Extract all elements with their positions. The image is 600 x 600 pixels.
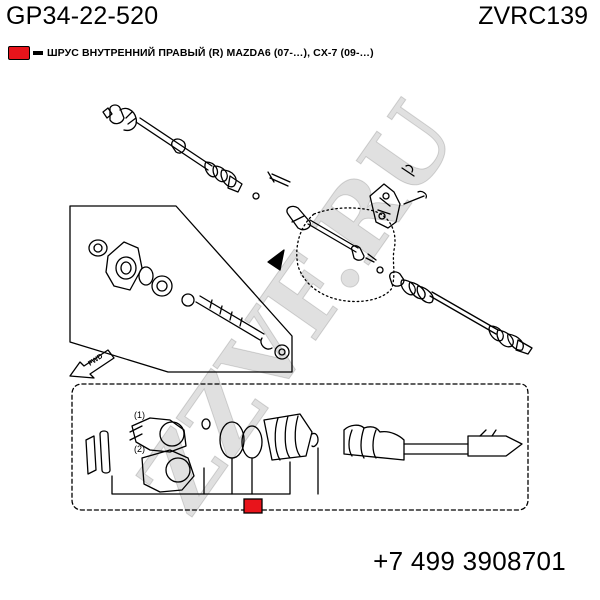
exploded-parts-box: [71, 383, 529, 511]
legend: ШРУС ВНУТРЕННИЙ ПРАВЫЙ (R) MAZDA6 (07-…)…: [8, 44, 374, 62]
highlighted-part-marker: [243, 498, 263, 514]
upper-driveshaft: [102, 104, 428, 205]
part-number: GP34-22-520: [6, 2, 159, 30]
fwd-arrow: [69, 349, 115, 379]
catalog-code: ZVRC139: [478, 2, 588, 30]
inset-detail-panel: [69, 205, 293, 373]
watermark: ZZVF.RU: [116, 83, 478, 533]
lower-driveshaft: [389, 271, 533, 355]
bearing-support-bracket: [369, 183, 401, 229]
phone-number: +7 499 3908701: [373, 546, 566, 576]
legend-red-marker: [8, 46, 30, 60]
callout-2: (2): [134, 444, 145, 454]
callout-1: (1): [134, 410, 145, 420]
legend-dash: [33, 51, 43, 55]
legend-text: ШРУС ВНУТРЕННИЙ ПРАВЫЙ (R) MAZDA6 (07-…)…: [47, 47, 374, 59]
